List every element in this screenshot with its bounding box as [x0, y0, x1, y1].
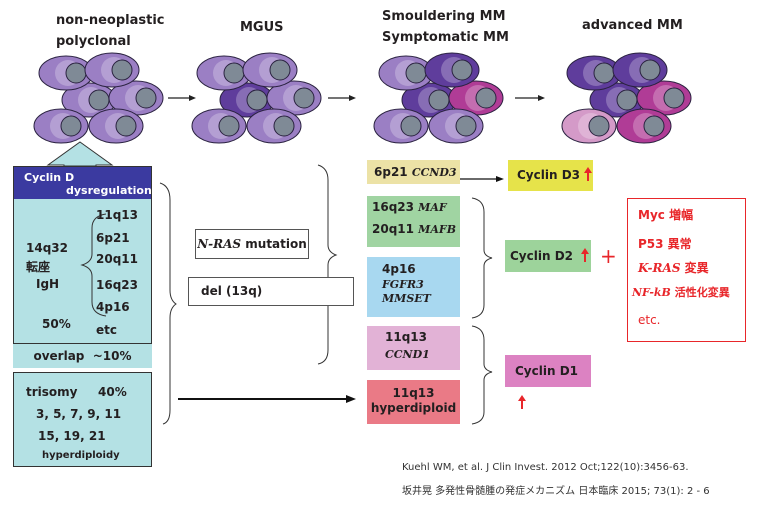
stage-title-mgus: MGUS — [240, 20, 284, 35]
stage-title-smouldering: Smouldering MM Symptomatic MM — [382, 9, 509, 45]
cell-stage-4-6 — [616, 108, 672, 144]
cell-stage-1-3 — [61, 82, 117, 118]
arrow-stage-1-2-head — [189, 95, 196, 101]
trisomy-panel: trisomy 40% 3, 5, 7, 9, 11 15, 19, 21 hy… — [13, 372, 152, 467]
up-red-arrow-icon — [518, 395, 526, 409]
reference-1: Kuehl WM, et al. J Clin Invest. 2012 Oct… — [402, 462, 689, 473]
partner-brace-icon — [80, 213, 107, 317]
left-big-brace — [159, 182, 177, 425]
cell-diagram — [33, 52, 692, 144]
cell-stage-2-4 — [266, 80, 322, 116]
ccnd3-box: 6p21 CCND3 — [367, 160, 460, 184]
cell-stage-4-3 — [589, 82, 645, 118]
cell-stage-1-6 — [88, 108, 144, 144]
cell-stage-1-5 — [33, 108, 89, 144]
cell-stage-2-1 — [196, 55, 252, 91]
arrow-to-d3 — [496, 176, 504, 182]
cell-stage-2-3 — [219, 82, 275, 118]
hyperdiploid-box: 11q13 hyperdiploid — [367, 380, 460, 424]
cell-stage-1-2 — [84, 52, 140, 88]
translocation-panel: 14q32 転座 IgH 50% 11q13 6p21 20q11 16q23 … — [13, 199, 152, 344]
reference-2: 坂井晃 多発性骨髄腫の発症メカニズム 日本臨床 2015; 73(1): 2 -… — [402, 486, 710, 497]
plus-sign: + — [600, 244, 617, 268]
cell-stage-2-5 — [191, 108, 247, 144]
up-red-arrow-icon — [583, 167, 592, 181]
d2-brace — [471, 197, 493, 319]
del13q-box: del (13q) — [188, 277, 354, 306]
cell-stage-3-6 — [428, 108, 484, 144]
event-nfkb: NF-kB 活性化変異 — [632, 286, 730, 299]
cell-stage-4-2 — [612, 52, 668, 88]
cell-stage-2-2 — [242, 52, 298, 88]
fgfr3-box: 4p16 FGFR3 MMSET — [367, 257, 460, 317]
event-kras: K-RAS 変異 — [638, 261, 709, 275]
additional-events-box: Myc 増幅 P53 異常 K-RAS 変異 NF-kB 活性化変異 etc. — [627, 198, 746, 342]
cell-stage-1-4 — [108, 80, 164, 116]
up-arrow-icon — [46, 141, 114, 166]
d1-brace — [471, 325, 493, 425]
cyclin-d2-box: Cyclin D2 — [505, 240, 591, 272]
cell-stage-3-4 — [448, 80, 504, 116]
ccnd1-box: 11q13 CCND1 — [367, 326, 460, 370]
maf-box: 16q23 MAF 20q11 MAFB — [367, 196, 460, 247]
arrow-stage-3-4-head — [538, 95, 545, 101]
cell-stage-1-1 — [38, 55, 94, 91]
stage-title-advanced: advanced MM — [582, 18, 683, 33]
cell-stage-3-3 — [401, 82, 457, 118]
cell-stage-2-6 — [246, 108, 302, 144]
event-etc: etc. — [638, 313, 661, 327]
cell-stage-4-5 — [561, 108, 617, 144]
middle-brace — [317, 164, 338, 365]
cyclin-d3-box: Cyclin D3 — [508, 160, 593, 191]
stage-title-non-neoplastic: non-neoplastic polyclonal — [56, 13, 165, 49]
arrow-trisomy — [346, 395, 356, 403]
nras-mutation-box: N-RAS mutation — [195, 229, 309, 259]
event-p53: P53 異常 — [638, 237, 692, 251]
cell-stage-4-1 — [566, 55, 622, 91]
cell-stage-3-5 — [373, 108, 429, 144]
cyclin-d1-box: Cyclin D1 — [505, 355, 591, 409]
arrow-stage-2-3-head — [349, 95, 356, 101]
cell-stage-4-4 — [636, 80, 692, 116]
event-myc: Myc 増幅 — [638, 208, 694, 222]
overlap-band: overlap ~10% — [13, 344, 152, 368]
up-red-arrow-icon — [580, 248, 589, 262]
cell-stage-3-2 — [424, 52, 480, 88]
